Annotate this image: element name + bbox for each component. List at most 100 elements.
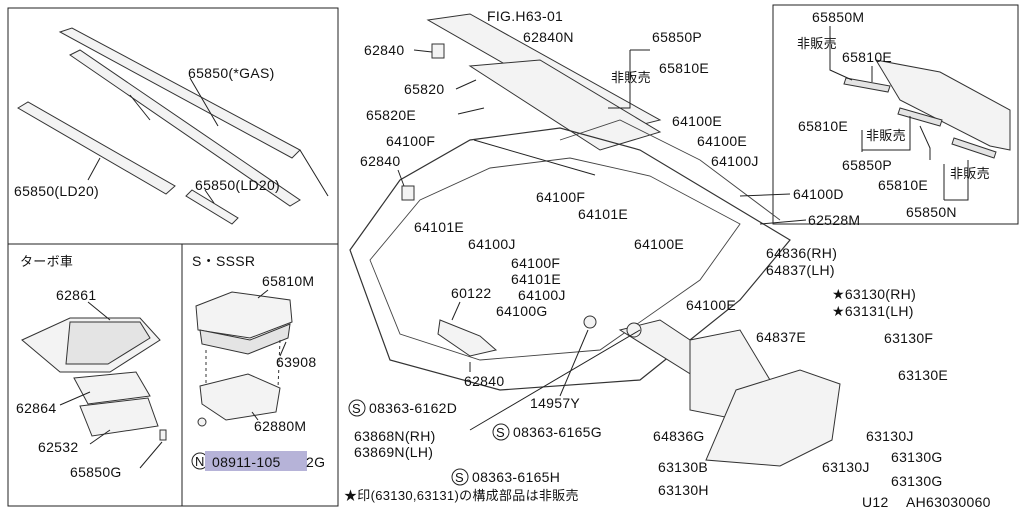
label-64100f-b: 64100F [536,189,585,205]
label-65850p-tr: 65850P [842,157,892,173]
label-64100f-a: 64100F [386,133,435,149]
duct-inner [65,321,151,365]
hood-stay-60122 [437,319,498,357]
splash-guard-63130 [705,369,841,467]
note-hihanbai-c: 非販売 [950,166,990,181]
label-08911-suffix: 2G [306,454,325,470]
grommet [626,322,642,338]
label-65810e-c: 65810E [878,177,928,193]
label-65820: 65820 [404,81,444,97]
label-64100j-b: 64100J [468,236,516,252]
label-63130-rh: ★63130(RH) [832,286,916,302]
top-right-parts [843,59,1011,159]
moulding-ld20-long-upper [69,49,301,207]
panel-sssr-border [181,243,339,507]
label-64837e: 64837E [756,329,806,345]
label-65850g: 65850G [70,464,122,480]
label-63868n-rh: 63868N(RH) [354,428,436,444]
label-63869n-lh: 63869N(LH) [354,444,433,460]
label-65850m: 65850M [812,9,864,25]
label-64836-rh: 64836(RH) [766,245,837,261]
moulding-gas [58,27,301,159]
moulding-ld20-short [185,189,239,225]
label-62840-a: 62840 [364,42,404,58]
label-64101e-b: 64101E [578,206,628,222]
label-65810m: 65810M [262,273,314,289]
strip-a [843,77,891,93]
label-64100g: 64100G [496,303,548,319]
label-65850n: 65850N [906,204,957,220]
page-ref: U12 [862,494,889,510]
label-65810e-a: 65810E [842,49,892,65]
label-62840-c: 62840 [464,373,504,389]
label-62864: 62864 [16,400,56,416]
label-64100d: 64100D [793,186,844,202]
label-65850-ld20-a: 65850(LD20) [14,183,99,199]
label-64100f-c: 64100F [511,255,560,271]
label-14957y: 14957Y [530,395,580,411]
label-62840-b: 62840 [360,153,400,169]
moulding-ld20-left [17,101,176,195]
label-63130j-b: 63130J [822,459,870,475]
label-63908: 63908 [276,354,316,370]
turbo-parts [21,317,167,441]
strip-c [951,137,997,159]
hood-assembly [349,13,841,467]
drawing-number: AH63030060 [906,494,991,510]
label-64100j-c: 64100J [518,287,566,303]
label-63130g-b: 63130G [891,473,943,489]
label-63130h: 63130H [658,482,709,498]
strip-b [897,107,943,127]
hood-inner-frame [369,157,741,361]
bumper-62840 [401,185,415,201]
fig-reference[interactable]: FIG.H63-01 [487,8,563,24]
seal-62532 [79,397,159,437]
label-64100j-a: 64100J [711,153,759,169]
label-64101e-c: 64101E [511,271,561,287]
bumper-62840-top [431,43,445,59]
label-65850p: 65850P [652,29,702,45]
label-63131-lh: ★63131(LH) [832,303,914,319]
highlight-box [205,451,307,471]
note-hihanbai-main: 非販売 [611,70,651,85]
label-63130j-a: 63130J [866,428,914,444]
panel-top-right-border [772,4,1019,225]
sssr-title: S・SSSR [192,253,255,269]
prefix-n: N [195,454,205,469]
label-63130g-a: 63130G [891,449,943,465]
nut-08911 [197,417,207,427]
label-65810e-b: 65810E [798,118,848,134]
label-64101e-a: 64101E [414,219,464,235]
label-65810e-main: 65810E [659,60,709,76]
hinge-14957y [583,315,597,329]
label-64837-lh: 64837(LH) [766,262,835,278]
label-65850-ld20-b: 65850(LD20) [195,177,280,193]
screw-prefix-a: S [352,401,361,416]
label-63130f: 63130F [884,330,933,346]
label-64100e-c: 64100E [634,236,684,252]
label-08363-6165h: 08363-6165H [472,469,560,485]
label-63130b: 63130B [658,459,708,475]
label-62528m: 62528M [808,212,860,228]
label-64836g: 64836G [653,428,705,444]
label-62861: 62861 [56,287,96,303]
hood-panel-outline [349,127,791,391]
clip-65850g [159,429,167,441]
screw-prefix-c: S [455,470,464,485]
label-65820e: 65820E [366,107,416,123]
note-hihanbai-a: 非販売 [797,36,837,51]
hood-insulator [468,59,662,151]
label-08363-6162d: 08363-6162D [369,400,457,416]
label-08911-105-highlighted[interactable]: 08911-105 [212,454,281,470]
spoiler-panel [874,59,1011,151]
label-60122: 60122 [451,285,491,301]
label-62532: 62532 [38,439,78,455]
sssr-parts [195,291,293,427]
label-64100e-b: 64100E [697,133,747,149]
label-64100e-a: 64100E [672,113,722,129]
scoop-65810m [195,291,293,339]
note-hihanbai-b: 非販売 [866,128,906,143]
label-62840n: 62840N [523,29,574,45]
turbo-title: ターボ車 [20,254,73,269]
